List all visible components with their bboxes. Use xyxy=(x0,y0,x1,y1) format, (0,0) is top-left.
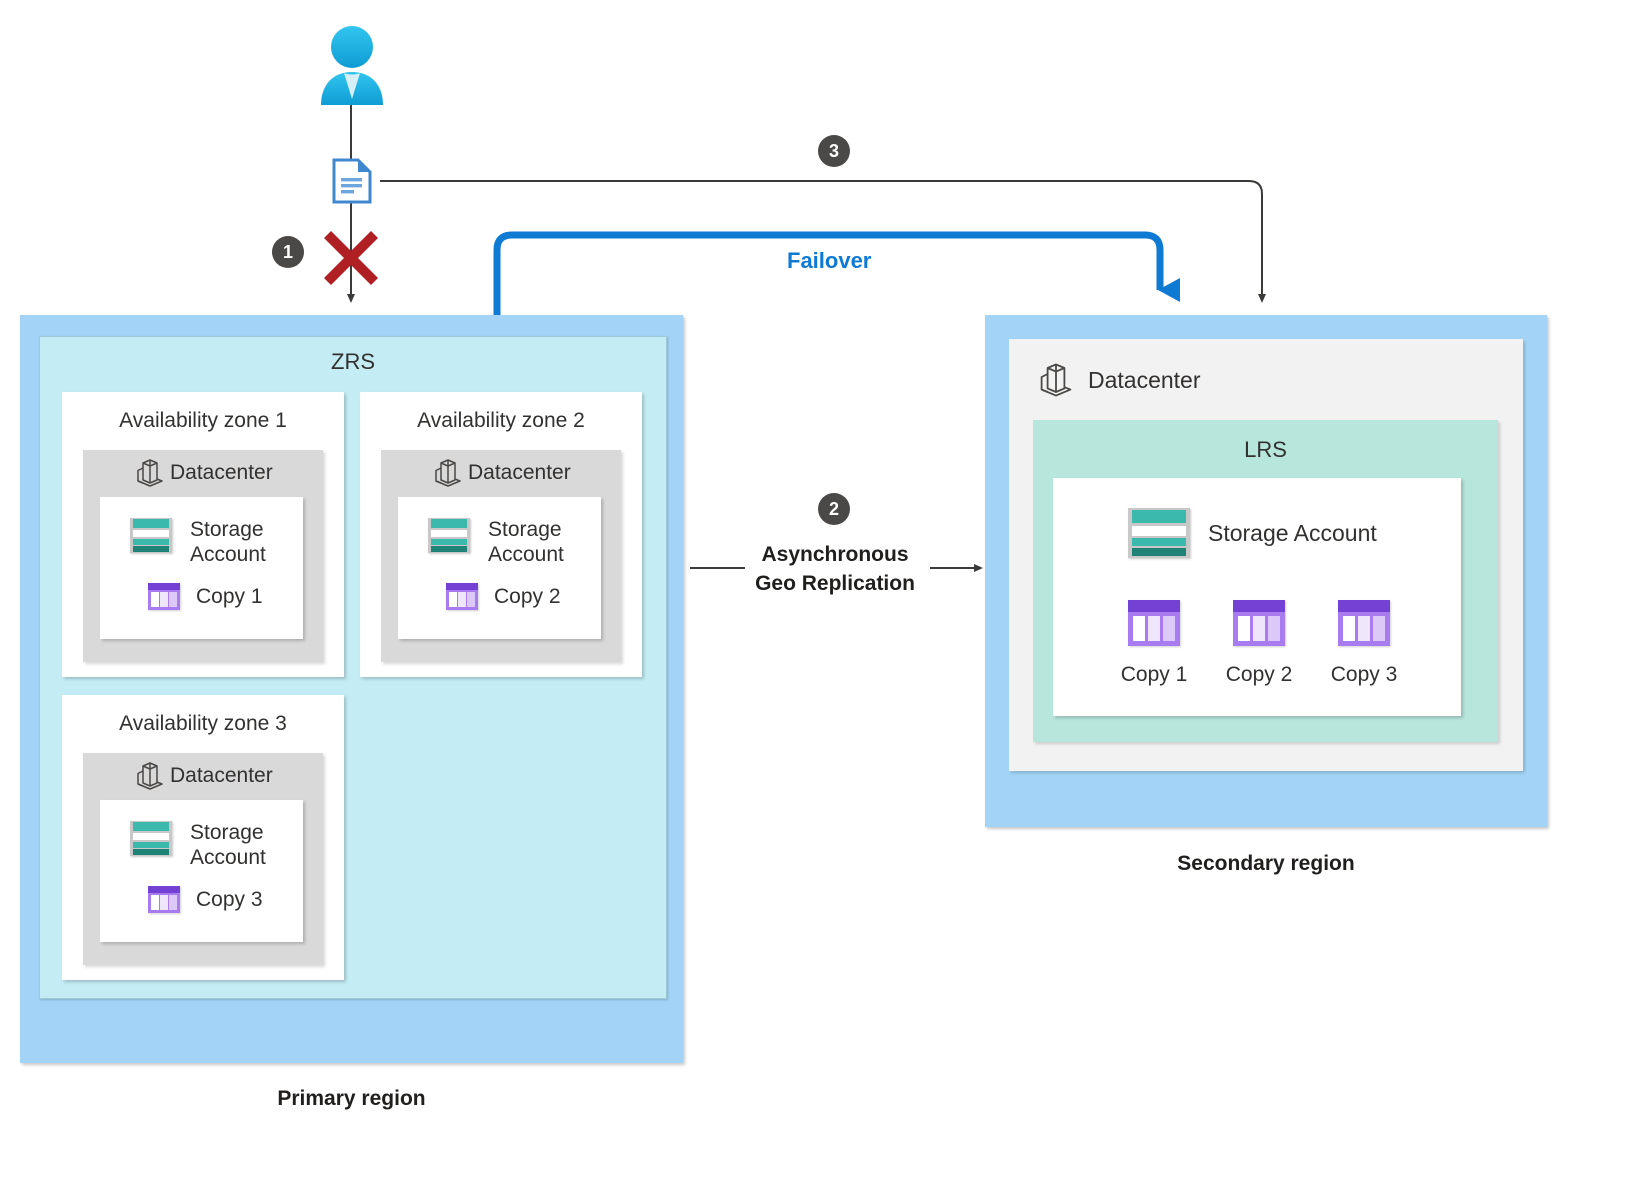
secondary-region-caption: Secondary region xyxy=(1177,852,1355,875)
geo-replication-label-line2: Geo Replication xyxy=(755,572,915,595)
secondary-datacenter-label: Datacenter xyxy=(1088,367,1201,393)
copy-icon xyxy=(446,583,478,610)
document-icon xyxy=(332,158,372,204)
secondary-copy-label-2: Copy 2 xyxy=(1225,663,1293,686)
step-badge-2: 2 xyxy=(818,493,850,525)
copy-icon xyxy=(1233,600,1285,646)
availability-zone-3-label: Availability zone 3 xyxy=(119,712,287,735)
storage-account-label-zone-1-line2: Account xyxy=(190,543,266,566)
failover-label: Failover xyxy=(787,248,872,273)
availability-zone-2-label: Availability zone 2 xyxy=(417,409,585,432)
datacenter-label-zone-3: Datacenter xyxy=(170,764,273,787)
storage-account-icon xyxy=(1128,508,1190,558)
storage-account-label-zone-2-line2: Account xyxy=(488,543,564,566)
copy-label-zone-2: Copy 2 xyxy=(494,585,561,608)
storage-account-label-zone-3-line1: Storage xyxy=(190,821,264,844)
datacenter-icon xyxy=(433,458,463,488)
step-badge-3: 3 xyxy=(818,135,850,167)
copy-icon xyxy=(148,583,180,610)
zrs-label: ZRS xyxy=(331,349,375,374)
secondary-copy-label-1: Copy 1 xyxy=(1120,663,1188,686)
storage-account-icon xyxy=(130,821,172,856)
document-to-secondary-connector xyxy=(380,180,1266,303)
copy-icon xyxy=(1128,600,1180,646)
datacenter-icon xyxy=(135,458,165,488)
primary-region-caption: Primary region xyxy=(277,1087,426,1110)
copy-icon xyxy=(148,886,180,913)
step-badge-1: 1 xyxy=(272,236,304,268)
secondary-storage-account-label: Storage Account xyxy=(1208,520,1377,546)
availability-zone-1-label: Availability zone 1 xyxy=(119,409,287,432)
secondary-copy-label-3: Copy 3 xyxy=(1330,663,1398,686)
datacenter-icon xyxy=(1038,362,1074,398)
copy-label-zone-3: Copy 3 xyxy=(196,888,263,911)
lrs-label: LRS xyxy=(1244,437,1287,462)
user-icon xyxy=(313,25,391,107)
storage-account-label-zone-3-line2: Account xyxy=(190,846,266,869)
storage-account-icon xyxy=(130,518,172,553)
storage-account-label-zone-2-line1: Storage xyxy=(488,518,562,541)
red-x-icon xyxy=(322,229,380,287)
copy-label-zone-1: Copy 1 xyxy=(196,585,263,608)
secondary-storage-card xyxy=(1053,478,1461,716)
datacenter-label-zone-2: Datacenter xyxy=(468,461,571,484)
copy-icon xyxy=(1338,600,1390,646)
geo-replication-label-line1: Asynchronous xyxy=(761,543,909,566)
datacenter-icon xyxy=(135,761,165,791)
datacenter-label-zone-1: Datacenter xyxy=(170,461,273,484)
storage-account-icon xyxy=(428,518,470,553)
storage-account-label-zone-1-line1: Storage xyxy=(190,518,264,541)
